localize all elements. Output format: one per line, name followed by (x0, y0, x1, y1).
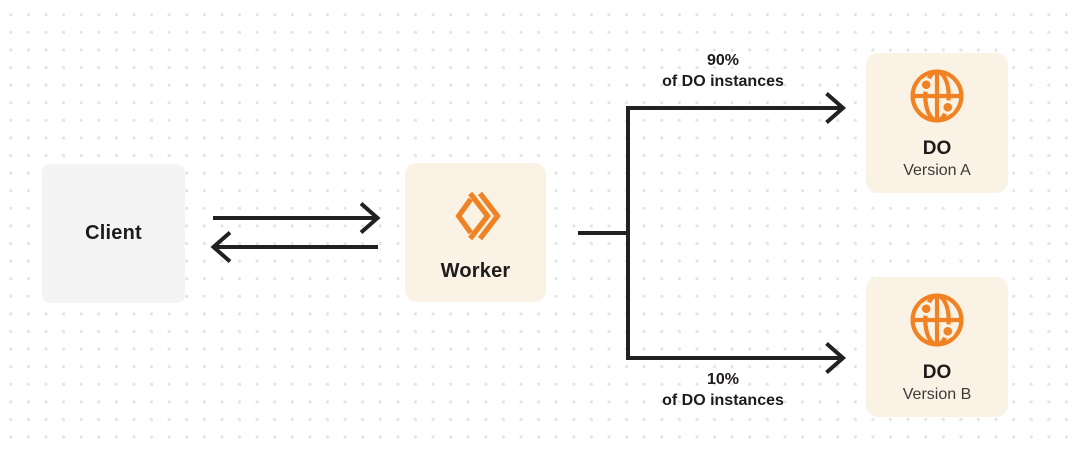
bottom-split-caption: of DO instances (662, 392, 784, 409)
top-split-percent: 90% (706, 52, 740, 69)
node-do-version-b: DO Version B (866, 277, 1008, 417)
edge-label-top-split: 90% of DO instances (613, 50, 833, 92)
arrow-worker-to-client (210, 230, 378, 264)
node-do-version-a: DO Version A (866, 53, 1008, 193)
do-b-subtitle: Version B (902, 385, 972, 403)
globe-icon (910, 293, 964, 346)
node-client: Client (42, 164, 185, 303)
bottom-split-percent: 10% (706, 371, 740, 388)
edge-label-bottom-split: 10% of DO instances (613, 369, 833, 411)
globe-icon (910, 69, 964, 122)
top-split-caption: of DO instances (662, 73, 784, 90)
do-a-subtitle: Version A (903, 161, 971, 179)
do-b-title: DO (922, 361, 952, 383)
client-label: Client (85, 222, 142, 244)
worker-label: Worker (440, 260, 511, 282)
arrow-client-to-worker (213, 201, 381, 235)
arrow-to-do-version-a (628, 91, 847, 125)
node-worker: Worker (405, 163, 546, 302)
do-a-title: DO (922, 137, 952, 159)
workers-chevron-icon (454, 191, 501, 241)
